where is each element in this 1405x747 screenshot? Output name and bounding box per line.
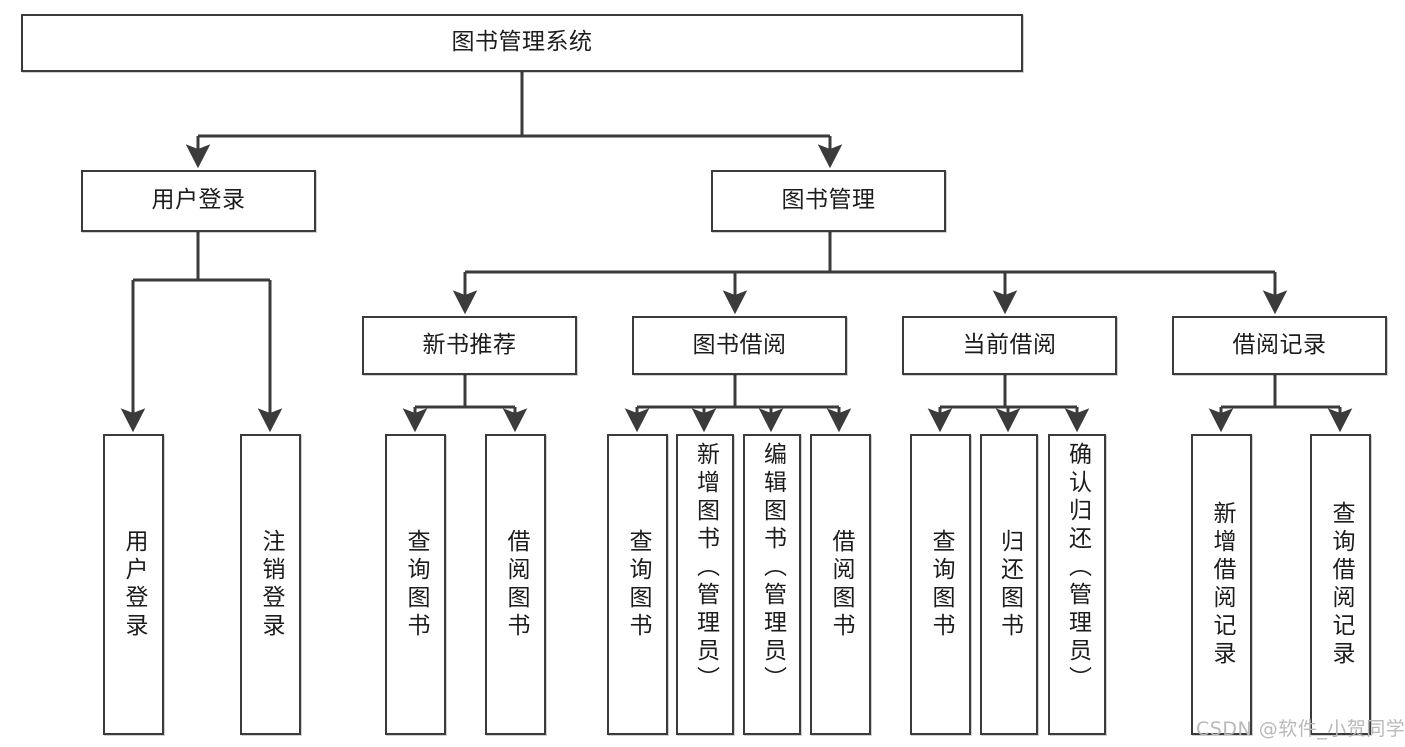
node-leaf-confirm-return-label: 确认归还（管理员） <box>1064 442 1091 694</box>
node-leaf-add-book[interactable]: 新增图书（管理员） <box>676 434 734 735</box>
node-book-borrow[interactable]: 图书借阅 <box>632 316 847 375</box>
node-root[interactable]: 图书管理系统 <box>21 14 1023 72</box>
node-leaf-logout-login-label: 注销登录 <box>258 528 284 641</box>
node-leaf-add-record-label: 新增借阅记录 <box>1209 500 1235 669</box>
node-current-borrow-label: 当前借阅 <box>962 331 1057 358</box>
node-leaf-query-book-2-label: 查询图书 <box>625 528 651 641</box>
node-leaf-confirm-return[interactable]: 确认归还（管理员） <box>1048 434 1106 735</box>
node-book-manage-label: 图书管理 <box>781 187 876 214</box>
node-leaf-borrow-book-1[interactable]: 借阅图书 <box>485 434 546 735</box>
node-leaf-borrow-book-2[interactable]: 借阅图书 <box>810 434 871 735</box>
node-leaf-edit-book[interactable]: 编辑图书（管理员） <box>743 434 801 735</box>
node-leaf-borrow-book-2-label: 借阅图书 <box>828 528 854 641</box>
node-leaf-query-book-1[interactable]: 查询图书 <box>385 434 446 735</box>
node-new-book-recommend-label: 新书推荐 <box>422 331 517 358</box>
node-leaf-query-book-3-label: 查询图书 <box>928 528 954 641</box>
node-borrow-record-label: 借阅记录 <box>1232 331 1327 358</box>
node-leaf-user-login[interactable]: 用户登录 <box>103 434 164 735</box>
node-leaf-return-book[interactable]: 归还图书 <box>980 434 1038 735</box>
csdn-watermark: CSDN @软件_小贺同学 <box>1196 718 1405 740</box>
node-leaf-return-book-label: 归还图书 <box>996 528 1023 641</box>
node-borrow-record[interactable]: 借阅记录 <box>1172 316 1387 375</box>
node-leaf-borrow-book-1-label: 借阅图书 <box>503 528 529 641</box>
node-user-login-label: 用户登录 <box>151 187 246 214</box>
node-leaf-query-book-1-label: 查询图书 <box>403 528 429 641</box>
node-leaf-query-record[interactable]: 查询借阅记录 <box>1310 434 1371 735</box>
node-book-manage[interactable]: 图书管理 <box>711 170 946 232</box>
node-leaf-query-record-label: 查询借阅记录 <box>1328 500 1354 669</box>
node-leaf-logout-login[interactable]: 注销登录 <box>240 434 301 735</box>
node-current-borrow[interactable]: 当前借阅 <box>902 316 1117 375</box>
node-leaf-add-record[interactable]: 新增借阅记录 <box>1191 434 1252 735</box>
node-leaf-query-book-2[interactable]: 查询图书 <box>607 434 668 735</box>
node-new-book-recommend[interactable]: 新书推荐 <box>362 316 577 375</box>
node-leaf-add-book-label: 新增图书（管理员） <box>692 442 719 694</box>
node-leaf-user-login-label: 用户登录 <box>121 528 147 641</box>
node-leaf-query-book-3[interactable]: 查询图书 <box>910 434 971 735</box>
node-user-login[interactable]: 用户登录 <box>81 170 316 232</box>
node-leaf-edit-book-label: 编辑图书（管理员） <box>759 442 786 694</box>
node-root-label: 图书管理系统 <box>451 29 593 56</box>
node-book-borrow-label: 图书借阅 <box>692 331 787 358</box>
